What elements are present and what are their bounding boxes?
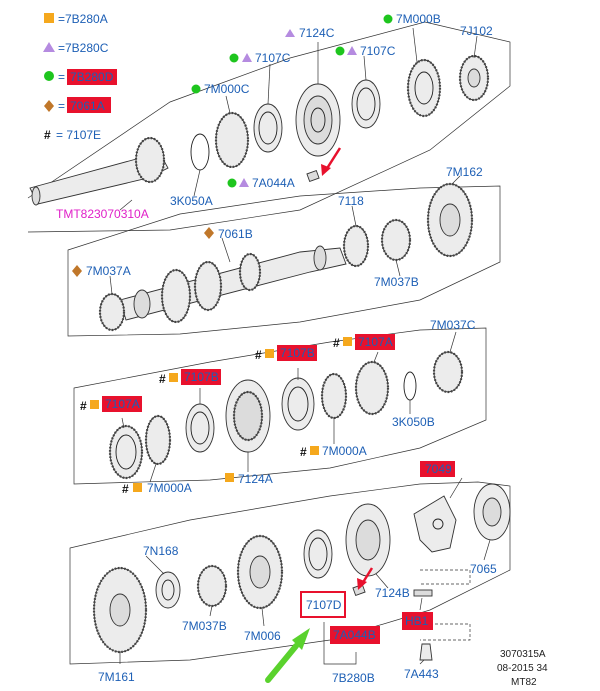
label-7M037B-lower: 7M037B bbox=[182, 619, 227, 633]
circle-icon bbox=[229, 53, 239, 63]
highlight-box bbox=[355, 334, 395, 350]
square-icon bbox=[44, 13, 54, 23]
label-7107B-left: 7107B bbox=[184, 370, 219, 384]
square-icon bbox=[133, 483, 142, 492]
square-icon bbox=[343, 337, 352, 346]
label-3K050A: 3K050A bbox=[170, 194, 213, 208]
square-icon bbox=[225, 473, 234, 482]
label-7M161: 7M161 bbox=[98, 670, 135, 684]
diamond-icon bbox=[72, 265, 82, 277]
label-7M006: 7M006 bbox=[244, 629, 281, 643]
legend-7B280C: =7B280C bbox=[58, 41, 109, 55]
label-7M037B-upper: 7M037B bbox=[374, 275, 419, 289]
circle-icon bbox=[335, 46, 345, 56]
row-3-synchronizers bbox=[73, 327, 487, 485]
square-icon bbox=[265, 349, 274, 358]
label-7B280B: 7B280B bbox=[332, 671, 375, 685]
label-7M000B: 7M000B bbox=[396, 12, 441, 26]
legend-eq2: = bbox=[58, 99, 65, 113]
transmission-model: MT82 bbox=[511, 677, 537, 688]
red-arrow bbox=[324, 147, 342, 171]
legend-7107E: = 7107E bbox=[56, 128, 101, 142]
triangle-icon bbox=[239, 178, 249, 187]
label-7M037C: 7M037C bbox=[430, 318, 476, 332]
circle-icon bbox=[383, 14, 393, 24]
legend-7B280A: =7B280A bbox=[58, 12, 108, 26]
highlight-box bbox=[420, 461, 455, 477]
label-7M000A-right: 7M000A bbox=[322, 444, 367, 458]
diamond-icon bbox=[204, 227, 214, 239]
green-arrow bbox=[265, 628, 310, 683]
label-7107B-right: 7107B bbox=[280, 346, 315, 360]
row-1-input-shaft bbox=[27, 21, 511, 233]
label-7M162: 7M162 bbox=[446, 165, 483, 179]
label-7107A-right: 7107A bbox=[358, 335, 393, 349]
label-7N168: 7N168 bbox=[143, 544, 179, 558]
triangle-icon bbox=[43, 42, 55, 52]
label-HB1: HB1 bbox=[405, 614, 429, 628]
highlight-box bbox=[402, 612, 433, 630]
legend-7061A: 7061A bbox=[70, 99, 105, 113]
label-7065: 7065 bbox=[470, 562, 497, 576]
highlight-box bbox=[67, 97, 111, 113]
hash-icon: # bbox=[122, 482, 129, 496]
label-7M000C: 7M000C bbox=[204, 82, 250, 96]
square-icon bbox=[310, 446, 319, 455]
drawing-date: 08-2015 34 bbox=[497, 663, 548, 674]
hash-icon: # bbox=[159, 372, 166, 386]
label-7107C-right: 7107C bbox=[360, 44, 396, 58]
label-7124C: 7124C bbox=[299, 26, 335, 40]
label-TMT823070310A: TMT823070310A bbox=[56, 207, 149, 221]
highlight-box bbox=[102, 396, 142, 412]
square-icon bbox=[90, 400, 99, 409]
row-4-output bbox=[69, 477, 511, 665]
label-7061B: 7061B bbox=[218, 227, 253, 241]
hash-icon: # bbox=[300, 445, 307, 459]
drawing-code: 3070315A bbox=[500, 649, 546, 660]
label-7107A-left: 7107A bbox=[105, 397, 140, 411]
highlight-box bbox=[330, 626, 380, 644]
label-7M000A-left: 7M000A bbox=[147, 481, 192, 495]
label-7A443: 7A443 bbox=[404, 667, 439, 681]
label-7107D: 7107D bbox=[306, 598, 342, 612]
triangle-icon bbox=[347, 46, 357, 55]
label-7A044A: 7A044A bbox=[252, 176, 295, 190]
label-7124A: 7124A bbox=[238, 472, 273, 486]
hash-icon: # bbox=[44, 128, 51, 142]
triangle-icon bbox=[285, 29, 295, 37]
label-7107C-left: 7107C bbox=[255, 51, 291, 65]
highlight-box bbox=[181, 369, 221, 385]
highlight-frame bbox=[300, 591, 346, 618]
label-7M037A: 7M037A bbox=[86, 264, 131, 278]
legend: =7B280A =7B280C = 7B280D = 7061A # = 710… bbox=[43, 12, 117, 142]
highlight-box bbox=[277, 345, 317, 361]
label-7124B: 7124B bbox=[375, 586, 410, 600]
circle-icon bbox=[227, 178, 237, 188]
circle-icon bbox=[191, 84, 201, 94]
label-3K050B: 3K050B bbox=[392, 415, 435, 429]
label-7A044B: 7A044B bbox=[333, 628, 376, 642]
hash-icon: # bbox=[255, 348, 262, 362]
legend-7B280D: 7B280D bbox=[70, 70, 114, 84]
label-7J102: 7J102 bbox=[460, 24, 493, 38]
diamond-icon bbox=[44, 100, 54, 112]
label-7049: 7049 bbox=[425, 462, 452, 476]
countershaft bbox=[119, 247, 347, 321]
highlight-box bbox=[67, 69, 117, 85]
circle-icon bbox=[44, 71, 54, 81]
triangle-icon bbox=[242, 53, 252, 62]
square-icon bbox=[169, 373, 178, 382]
label-7118: 7118 bbox=[338, 194, 364, 208]
hash-icon: # bbox=[80, 399, 87, 413]
legend-eq: = bbox=[58, 70, 65, 84]
hash-icon: # bbox=[333, 336, 340, 350]
row-2-countershaft bbox=[67, 175, 501, 337]
